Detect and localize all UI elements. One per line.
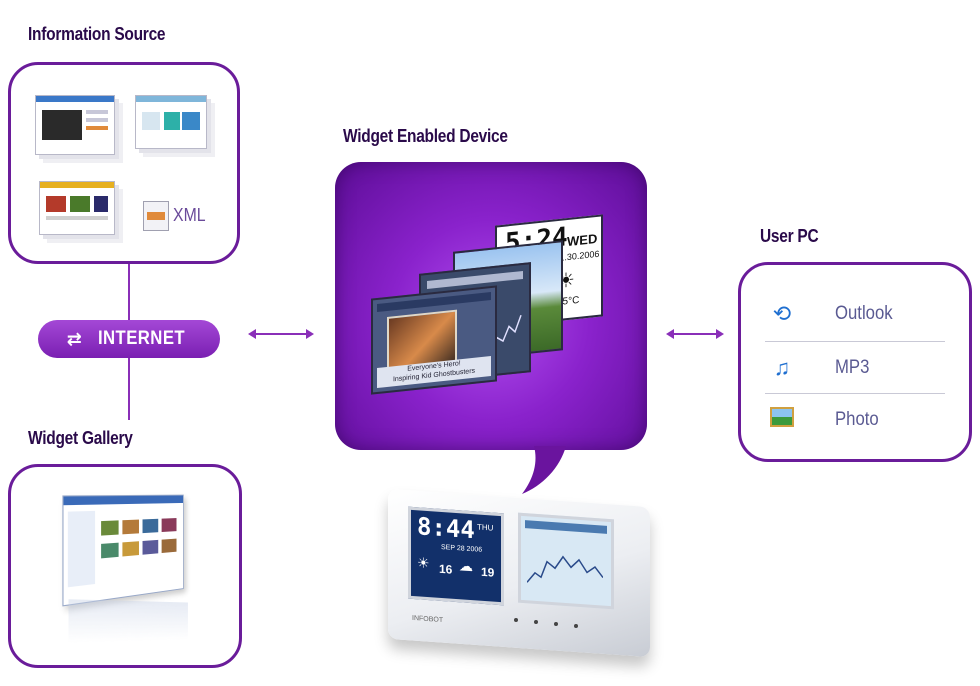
device-chart: [527, 555, 603, 583]
device-weather-icon-right: ☁: [459, 557, 473, 575]
xml-file-icon: [143, 201, 169, 231]
device-left-screen: 8:44 THU SEP 28 2006 ☀ 16 ☁ 19: [408, 506, 504, 606]
device-ampm: THU: [477, 522, 494, 533]
device-button-3: [554, 622, 558, 626]
device-time: 8:44: [417, 512, 475, 545]
device-temp-right: 19: [481, 564, 495, 580]
device-date: SEP 28 2006: [441, 543, 483, 554]
internet-label: INTERNET: [98, 328, 186, 349]
user-pc-item-photo: Photo: [765, 395, 945, 445]
widget-enabled-device-panel: 5:24 WED 11.30.2006 ☀ 25°C Everyone's He…: [335, 162, 647, 450]
information-source-title: Information Source: [28, 24, 166, 44]
divider: [765, 341, 945, 342]
clock-day: WED: [567, 230, 598, 250]
connector-line-bottom: [128, 358, 130, 420]
xml-label: XML: [173, 205, 206, 225]
music-note-icon: ♫: [773, 355, 791, 380]
information-source-panel: XML: [8, 62, 240, 264]
speech-bubble-tail: [522, 446, 566, 494]
gallery-browser-screenshot: [62, 494, 184, 607]
user-pc-item-outlook: ⟲ Outlook: [765, 289, 945, 339]
user-pc-item-mp3: ♫ MP3: [765, 343, 945, 393]
user-pc-title: User PC: [760, 226, 819, 246]
user-pc-item-label: Outlook: [835, 303, 893, 324]
widget-gallery-title: Widget Gallery: [28, 428, 133, 448]
website-thumbnail-2: [135, 95, 207, 149]
device-right-screen: [518, 512, 614, 610]
connector-line-top: [128, 264, 130, 322]
double-arrow-right: [666, 329, 724, 339]
divider: [765, 393, 945, 394]
device-weather-icon-left: ☀: [417, 554, 430, 572]
outlook-sync-icon: ⟲: [772, 301, 792, 326]
user-pc-item-label: Photo: [835, 409, 879, 430]
gallery-reflection: [68, 599, 188, 643]
device-temp-left: 16: [439, 561, 453, 577]
photo-icon: [765, 407, 799, 433]
photo-widget-screen: Everyone's Hero! Inspiring Kid Ghostbust…: [371, 285, 497, 395]
device-button-2: [534, 620, 538, 624]
sync-arrows-icon: ⇄: [66, 328, 83, 349]
device-button-4: [574, 624, 578, 628]
internet-badge: ⇄ INTERNET: [38, 320, 220, 358]
website-thumbnail-1: [35, 95, 115, 155]
device-button-1: [514, 618, 518, 622]
double-arrow-left: [248, 329, 314, 339]
user-pc-item-label: MP3: [835, 357, 870, 378]
widget-gallery-panel: [8, 464, 242, 668]
website-thumbnail-3: [39, 181, 115, 235]
user-pc-panel: ⟲ Outlook ♫ MP3 Photo: [738, 262, 972, 462]
widget-enabled-device-title: Widget Enabled Device: [343, 126, 508, 146]
widget-device-photo: 8:44 THU SEP 28 2006 ☀ 16 ☁ 19 INFOBOT: [378, 488, 658, 664]
